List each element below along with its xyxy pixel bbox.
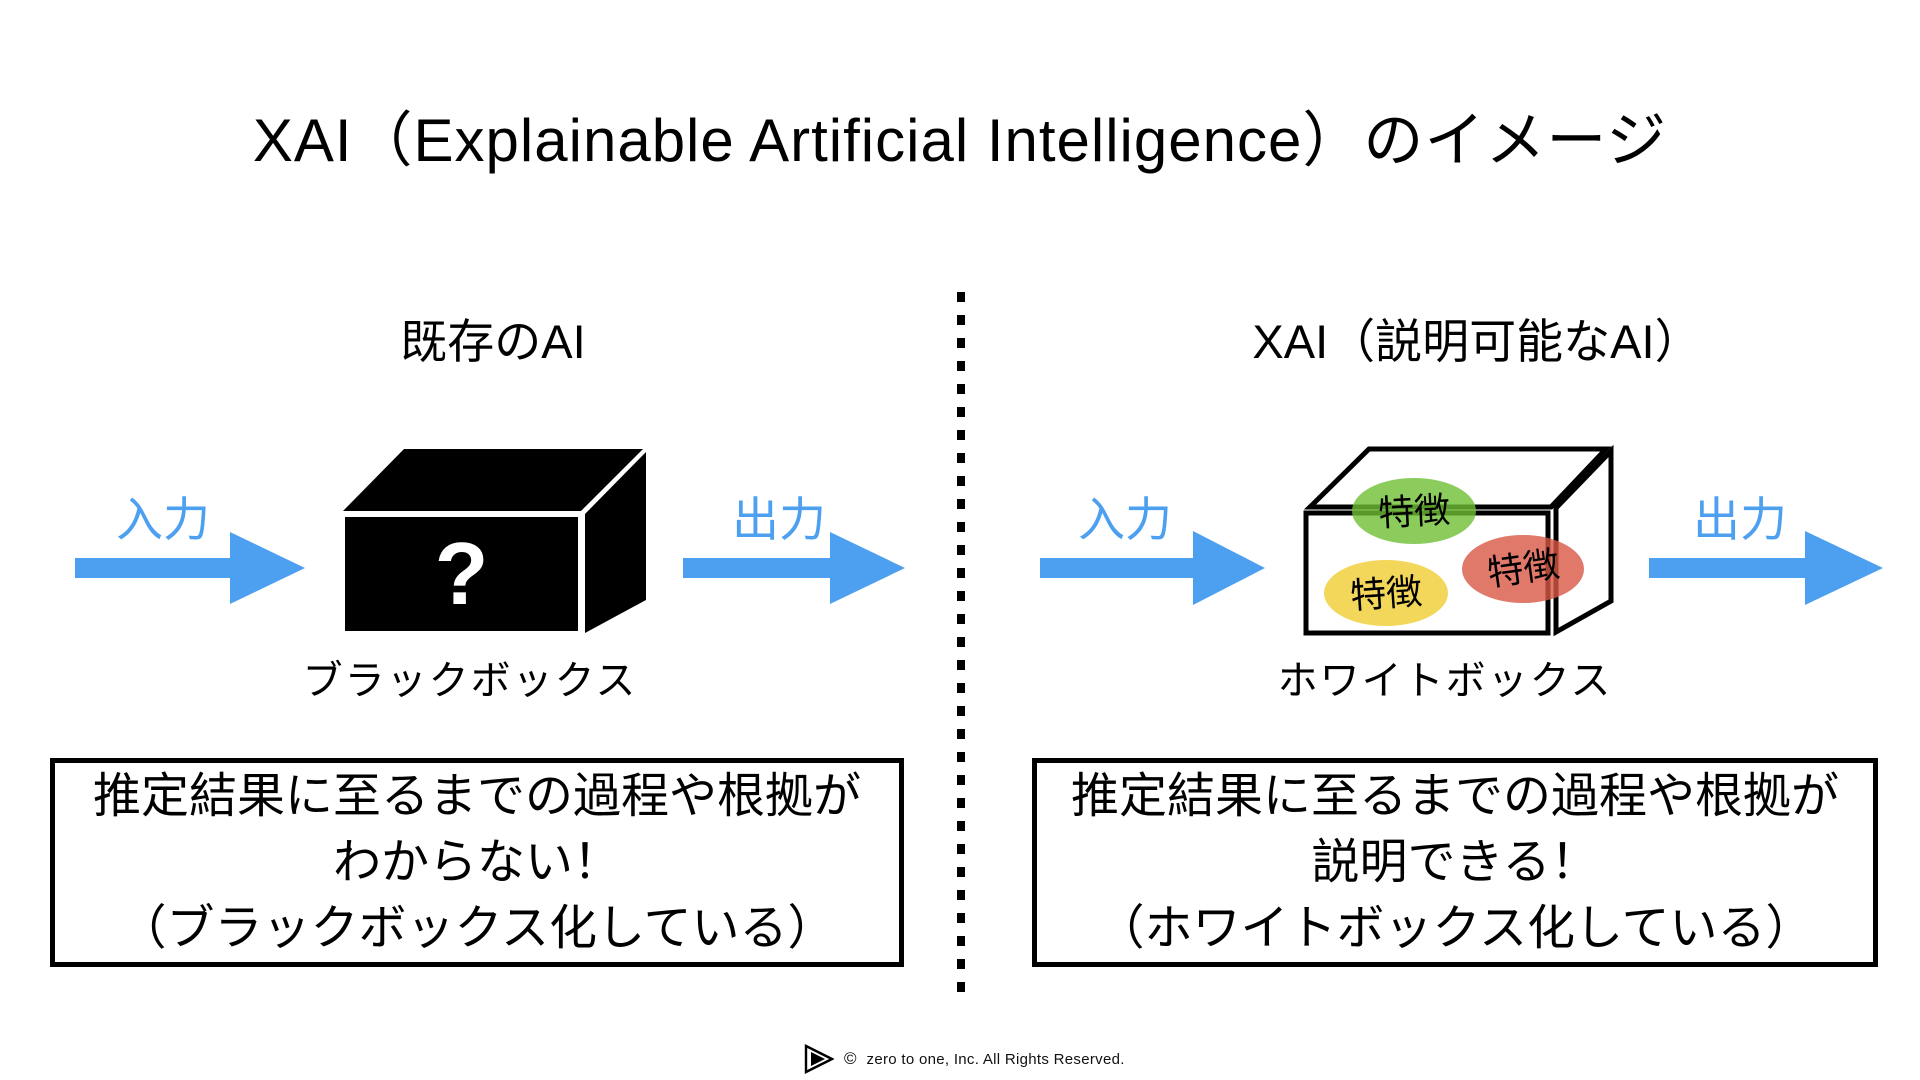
note-line: （ホワイトボックス化している） [1096,901,1814,955]
output-label-right: 出力 [1693,493,1787,546]
input-label-right: 入力 [1078,493,1172,546]
feature-label-red: 特徴 [1484,543,1562,594]
copyright-icon: © [844,1049,857,1068]
footer: © zero to one, Inc. All Rights Reserved. [802,1042,1125,1076]
heading-xai: XAI（説明可能なAI） [1252,315,1702,368]
copyright-text: zero to one, Inc. All Rights Reserved. [866,1050,1125,1068]
black-cube-front-face [341,513,582,635]
note-box-existing-ai: 推定結果に至るまでの過程や根拠が わからない！ （ブラックボックス化している） [50,758,904,967]
heading-existing-ai: 既存のAI [400,315,586,368]
note-line: 推定結果に至るまでの過程や根拠が [1070,769,1839,823]
feature-label-green: 特徴 [1377,489,1452,534]
output-label-left: 出力 [732,493,826,546]
feature-label-yellow: 特徴 [1348,570,1424,617]
note-box-xai: 推定結果に至るまでの過程や根拠が 説明できる！ （ホワイトボックス化している） [1032,758,1878,967]
zero-to-one-logo-icon [804,1044,834,1074]
question-mark: ? [434,524,489,623]
note-line: 説明できる！ [1311,835,1599,889]
input-arrow-right [1040,531,1265,605]
black-cube-right-face [585,452,646,633]
black-cube-top-face [343,449,643,511]
black-box-cube [341,449,646,635]
feature-oval-red [1462,535,1584,603]
page-title: XAI（Explainable Artificial Intelligence）… [252,107,1668,174]
output-arrow-left [683,532,905,604]
note-line: （ブラックボックス化している） [118,901,836,955]
feature-oval-yellow [1324,560,1448,626]
input-arrow-left [75,532,305,604]
note-line: 推定結果に至るまでの過程や根拠が [92,769,861,823]
caption-white-box: ホワイトボックス [1277,659,1613,703]
output-arrow-right [1649,531,1883,605]
white-box-cube [1303,444,1614,637]
caption-black-box: ブラックボックス [302,659,638,703]
input-label-left: 入力 [116,493,210,546]
feature-oval-green [1352,478,1476,544]
note-line: わからない！ [332,835,621,889]
